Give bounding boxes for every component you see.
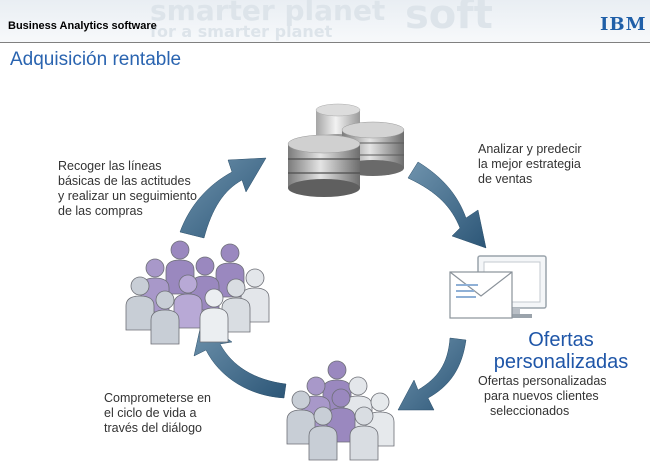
monitor-email-icon — [449, 255, 547, 319]
header-bar: smarter planet soft for a smarter planet… — [0, 0, 650, 42]
cycle-arrow-icon — [179, 157, 267, 239]
step-analyze-text: Analizar y predecir la mejor estrategia … — [478, 142, 582, 186]
people-group-icon — [125, 240, 270, 345]
step-collect-text: Recoger las líneas básicas de las actitu… — [58, 159, 197, 218]
step-offers-text: Ofertas personalizadas para nuevos clien… — [478, 374, 607, 418]
slide-title: Adquisición rentable — [10, 49, 182, 70]
offers-heading: Ofertas personalizadas — [493, 329, 629, 373]
ibm-logo: IBM — [600, 14, 647, 35]
database-icon — [287, 103, 405, 197]
header-divider — [0, 42, 650, 43]
people-group-icon — [286, 360, 395, 461]
watermark-text: soft — [405, 0, 493, 38]
step-engage-text: Comprometerse en el ciclo de vida a trav… — [104, 391, 211, 435]
product-name: Business Analytics software — [8, 20, 157, 32]
cycle-arrow-icon — [407, 161, 487, 249]
cycle-arrow-icon — [397, 337, 467, 411]
watermark-text: smarter planet — [150, 0, 386, 27]
watermark-text: for a smarter planet — [150, 22, 333, 41]
